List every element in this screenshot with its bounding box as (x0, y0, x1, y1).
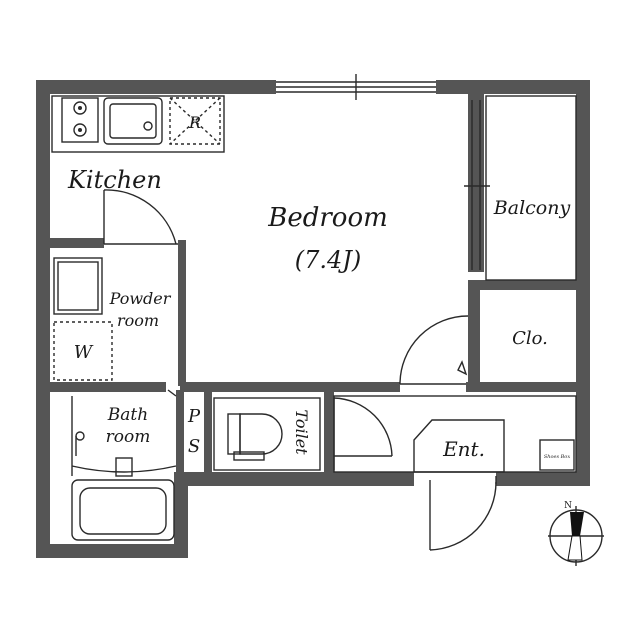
bath-room-label-2: room (106, 427, 151, 447)
bath-room-label-1: Bath (107, 405, 148, 425)
entrance-label: Ent. (442, 437, 485, 461)
washer-label: W (74, 342, 94, 363)
toilet-door (333, 397, 393, 470)
washer-space: W (53, 321, 113, 381)
entrance-area: Shoes Box (413, 419, 575, 473)
ps-label-1: P (187, 406, 201, 427)
toilet-label: Toilet (292, 409, 311, 455)
balcony-label: Balcony (493, 197, 571, 219)
closet-door (399, 315, 469, 385)
kitchen-door (103, 189, 178, 245)
shoe-box-label: Shoes Box (544, 454, 570, 460)
bedroom-label: Bedroom (267, 203, 388, 233)
entrance-door[interactable] (429, 476, 497, 551)
powder-room-label-1: Powder (109, 289, 172, 308)
ps-label-2: S (188, 436, 200, 457)
powder-room-label-2: room (117, 311, 159, 330)
refrigerator-label: R (188, 113, 201, 132)
walls (36, 80, 590, 558)
window-bedroom (276, 74, 436, 100)
bath-curtain (71, 389, 177, 477)
kitchen-counter (51, 95, 225, 153)
compass-north-label: N (564, 501, 572, 511)
balcony-area (485, 95, 577, 281)
powder-sink (53, 257, 103, 315)
compass: N (548, 501, 604, 566)
toilet-fixture (213, 397, 321, 471)
bathtub (71, 479, 175, 541)
kitchen-label: Kitchen (67, 166, 162, 194)
refrigerator: R (169, 97, 221, 145)
closet-label: Clo. (512, 328, 548, 349)
bedroom-size: (7.4J) (295, 246, 362, 274)
